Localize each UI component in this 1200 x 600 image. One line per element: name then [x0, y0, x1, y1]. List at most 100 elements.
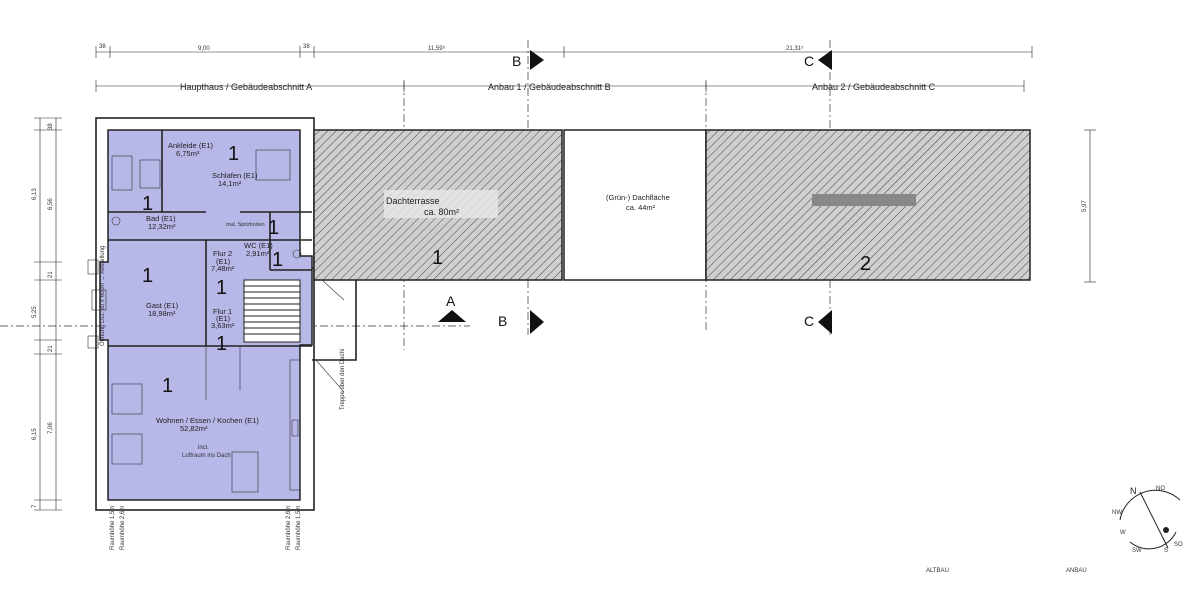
svg-text:SW: SW: [1132, 548, 1142, 554]
svg-text:7,06: 7,06: [48, 422, 54, 434]
svg-text:Flur 1: Flur 1: [213, 307, 232, 316]
svg-text:1: 1: [228, 143, 239, 165]
svg-text:Ankleide (E1): Ankleide (E1): [168, 141, 214, 150]
svg-text:6,13: 6,13: [32, 188, 38, 200]
svg-text:incl.: incl.: [198, 445, 209, 451]
top-dimension-line: 38 9,00 38 11,59⁵ 21,31⁵: [95, 44, 1033, 58]
legend-altbau: ALTBAU: [926, 568, 949, 574]
svg-text:(E1): (E1): [216, 257, 231, 266]
svg-text:N: N: [1130, 486, 1137, 496]
room-bad: Bad (E1) 12,32m²: [146, 214, 176, 231]
svg-text:Flur 2: Flur 2: [213, 249, 232, 258]
svg-text:(E1): (E1): [216, 314, 231, 323]
svg-text:21: 21: [48, 271, 54, 278]
building-a: [87, 117, 357, 511]
cut-marker-c-bottom: C: [804, 310, 832, 334]
svg-text:3,63m²: 3,63m²: [211, 321, 235, 330]
svg-text:NO: NO: [1156, 486, 1165, 492]
svg-text:Treppe über den Dachi: Treppe über den Dachi: [340, 349, 346, 410]
svg-text:18,98m²: 18,98m²: [148, 309, 176, 318]
cut-marker-a: A: [438, 293, 466, 322]
svg-text:1: 1: [216, 333, 227, 355]
right-dimension: 5,97: [1082, 129, 1096, 283]
svg-text:1: 1: [162, 375, 173, 397]
svg-text:Öffnung LiLi. 80 x 60cm → Abst: Öffnung LiLi. 80 x 60cm → Abstellung: [99, 246, 106, 346]
svg-text:SO: SO: [1174, 542, 1183, 548]
svg-text:mal. Spitzboden: mal. Spitzboden: [226, 222, 265, 228]
cut-marker-b-top: B: [512, 50, 544, 70]
dim-top-5: 21,31⁵: [786, 45, 804, 52]
svg-text:Gast (E1): Gast (E1): [146, 301, 179, 310]
svg-text:7,48m²: 7,48m²: [211, 264, 235, 273]
svg-text:1: 1: [216, 277, 227, 299]
svg-text:14,1m²: 14,1m²: [218, 179, 242, 188]
svg-text:38: 38: [48, 123, 54, 130]
legend: ALTBAU ANBAU: [926, 568, 1087, 574]
svg-text:12,32m²: 12,32m²: [148, 222, 176, 231]
room-gast: Gast (E1) 18,98m²: [146, 301, 179, 318]
svg-text:Raumhöhe 2,6m: Raumhöhe 2,6m: [286, 506, 292, 550]
svg-text:Raumhöhe 2,6m: Raumhöhe 2,6m: [120, 506, 126, 550]
room-flur1: Flur 1 (E1) 3,63m²: [211, 307, 235, 330]
section-c-label: Anbau 2 / Gebäudeabschnitt C: [812, 82, 936, 92]
svg-text:1: 1: [142, 265, 153, 287]
section-label-line: Haupthaus / Gebäudeabschnitt A Anbau 1 /…: [95, 80, 1025, 92]
svg-text:A: A: [446, 293, 456, 309]
room-schlafen: Schlafen (E1) 14,1m²: [212, 171, 258, 188]
green-roof: (Grün-) Dachfläche ca. 44m²: [563, 129, 707, 281]
section-b-label: Anbau 1 / Gebäudeabschnitt B: [488, 82, 611, 92]
svg-text:52,82m²: 52,82m²: [180, 424, 208, 433]
svg-text:Luftraum ins Dach: Luftraum ins Dach: [182, 453, 231, 459]
svg-text:Bad (E1): Bad (E1): [146, 214, 176, 223]
svg-text:NW: NW: [1112, 510, 1122, 516]
svg-text:1: 1: [272, 249, 283, 271]
cut-marker-b-bottom: B: [498, 310, 544, 334]
legend-anbau: ANBAU: [1066, 568, 1087, 574]
svg-text:6,56: 6,56: [48, 198, 54, 210]
cut-marker-c-top: C: [804, 50, 832, 70]
svg-text:2,91m²: 2,91m²: [246, 249, 270, 258]
room-flur2: Flur 2 (E1) 7,48m²: [211, 249, 235, 273]
left-dimension-chain: 38 6,13 6,56 21 5,25 21 7,06 6,15 7: [32, 117, 62, 511]
dim-top-2: 9,00: [198, 46, 210, 52]
terrace-name: Dachterrasse: [386, 196, 440, 206]
svg-text:6,75m²: 6,75m²: [176, 149, 200, 158]
svg-text:S: S: [1164, 548, 1168, 554]
svg-text:Schlafen (E1): Schlafen (E1): [212, 171, 258, 180]
room-height-labels: Raumhöhe 1,5m Raumhöhe 2,6m Raumhöhe 2,6…: [110, 506, 302, 550]
svg-text:Wohnen / Essen / Kochen (E1): Wohnen / Essen / Kochen (E1): [156, 416, 259, 425]
section-a-label: Haupthaus / Gebäudeabschnitt A: [180, 82, 312, 92]
green-roof-area: ca. 44m²: [626, 203, 656, 212]
svg-text:W: W: [1120, 530, 1126, 536]
svg-text:1: 1: [432, 247, 443, 269]
svg-text:1: 1: [268, 217, 279, 239]
terrace-area: ca. 80m²: [424, 207, 459, 217]
room-wohnen: Wohnen / Essen / Kochen (E1) 52,82m² inc…: [156, 416, 259, 459]
unit-numbers-a: 1 1 1 1 1 1 1 1: [142, 143, 283, 397]
svg-text:7: 7: [32, 504, 38, 508]
svg-text:6,15: 6,15: [32, 428, 38, 440]
room-ankleide: Ankleide (E1) 6,75m²: [168, 141, 214, 158]
roof-c: 2: [705, 129, 1031, 281]
dim-top-4: 11,59⁵: [428, 45, 446, 52]
svg-text:B: B: [498, 313, 507, 329]
compass-icon: N NO NW W SW S SO: [1112, 486, 1183, 554]
svg-text:Raumhöhe 1,5m: Raumhöhe 1,5m: [110, 506, 116, 550]
svg-text:5,97: 5,97: [1082, 200, 1088, 212]
svg-text:WC (E1): WC (E1): [244, 241, 273, 250]
svg-text:C: C: [804, 53, 814, 69]
svg-text:Raumhöhe 1,5m: Raumhöhe 1,5m: [296, 506, 302, 550]
svg-text:B: B: [512, 53, 521, 69]
svg-text:C: C: [804, 313, 814, 329]
misc-notes: Öffnung LiLi. 80 x 60cm → Abstellung mal…: [99, 222, 346, 410]
dim-top-1: 38: [99, 44, 106, 50]
svg-text:5,25: 5,25: [32, 306, 38, 318]
svg-text:2: 2: [860, 253, 871, 275]
dim-top-3: 38: [303, 44, 310, 50]
svg-text:21: 21: [48, 345, 54, 352]
green-roof-name: (Grün-) Dachfläche: [606, 193, 670, 202]
svg-text:1: 1: [142, 193, 153, 215]
room-wc: WC (E1) 2,91m²: [244, 241, 273, 258]
roof-terrace: Dachterrasse ca. 80m² 1: [313, 129, 563, 281]
